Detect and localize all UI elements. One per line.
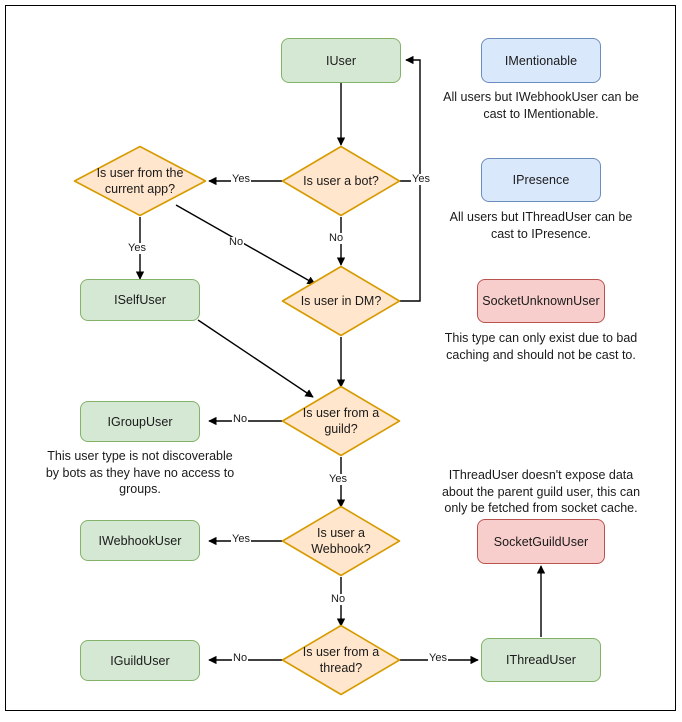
node-is-user-from-thread-label: Is user from a thread? [302,645,380,675]
node-is-user-a-webhook[interactable]: Is user a Webhook? [281,505,401,577]
node-imentionable-label: IMentionable [504,53,578,68]
node-is-user-a-bot[interactable]: Is user a bot? [281,145,401,217]
node-iuser-label: IUser [325,53,357,68]
node-iguilduser[interactable]: IGuildUser [80,640,200,681]
node-is-user-a-webhook-label: Is user a Webhook? [311,526,371,556]
node-iselfuser[interactable]: ISelfUser [80,279,200,321]
node-igroupuser[interactable]: IGroupUser [80,401,200,442]
node-socketunknownuser-label: SocketUnknownUser [482,294,600,308]
node-is-user-from-current-app[interactable]: Is user from the current app? [73,145,207,217]
diamond-shape [73,145,207,217]
node-ipresence-label: IPresence [512,173,570,187]
node-iuser[interactable]: IUser [281,38,401,83]
note-ipresence: All users but IThreadUser can be cast to… [449,210,633,241]
node-iwebhookuser-label: IWebhookUser [98,533,182,548]
node-is-user-from-thread[interactable]: Is user from a thread? [281,624,401,696]
note-socketguilduser: IThreadUser doesn't expose data about th… [441,468,641,516]
diamond-shape [281,505,401,577]
node-socketunknownuser[interactable]: SocketUnknownUser [477,279,605,323]
node-ipresence[interactable]: IPresence [481,158,601,202]
node-igroupuser-label: IGroupUser [107,414,173,429]
node-imentionable[interactable]: IMentionable [481,38,601,83]
edge-label-guild-yes: Yes [328,473,348,485]
edge-label-bot-no: No [328,232,345,244]
edge-label-webhook-no: No [330,593,347,605]
edge-bot-yes-to-iuser [398,55,421,182]
node-is-user-from-current-app-label: Is user from the current app? [96,166,184,196]
edge-label-guild-no: No [232,413,249,425]
edge-label-thread-no: No [232,652,249,664]
node-iguilduser-label: IGuildUser [110,653,170,668]
node-is-user-from-guild[interactable]: Is user from a guild? [281,385,401,457]
note-socketunknownuser: This type can only exist due to bad cach… [444,331,638,362]
node-socketguilduser-label: SocketGuildUser [493,534,589,549]
edge-label-currentapp-no: No [228,236,245,248]
node-is-user-in-dm[interactable]: Is user in DM? [281,265,401,337]
node-ithreaduser-label: IThreadUser [505,653,577,667]
node-is-user-in-dm-label: Is user in DM? [300,294,382,308]
diamond-shape [281,265,401,337]
edge-label-bot-yes-right: Yes [411,173,431,185]
edge-label-bot-yes-left: Yes [231,173,251,185]
note-igroupuser: This user type is not discoverable by bo… [45,449,235,497]
node-iwebhookuser[interactable]: IWebhookUser [80,520,200,561]
node-is-user-a-bot-label: Is user a bot? [303,174,379,188]
node-ithreaduser[interactable]: IThreadUser [481,638,601,682]
node-is-user-from-guild-label: Is user from a guild? [302,406,380,436]
edge-label-currentapp-yes: Yes [127,242,147,254]
edge-label-webhook-yes: Yes [231,533,251,545]
diamond-shape [281,385,401,457]
edge-dm-yes-riser [398,181,421,302]
node-socketguilduser[interactable]: SocketGuildUser [477,519,605,564]
note-imentionable: All users but IWebhookUser can be cast t… [443,90,639,121]
diamond-shape [281,624,401,696]
diamond-shape [281,145,401,217]
edge-label-thread-yes: Yes [428,652,448,664]
node-iselfuser-label: ISelfUser [114,293,166,307]
